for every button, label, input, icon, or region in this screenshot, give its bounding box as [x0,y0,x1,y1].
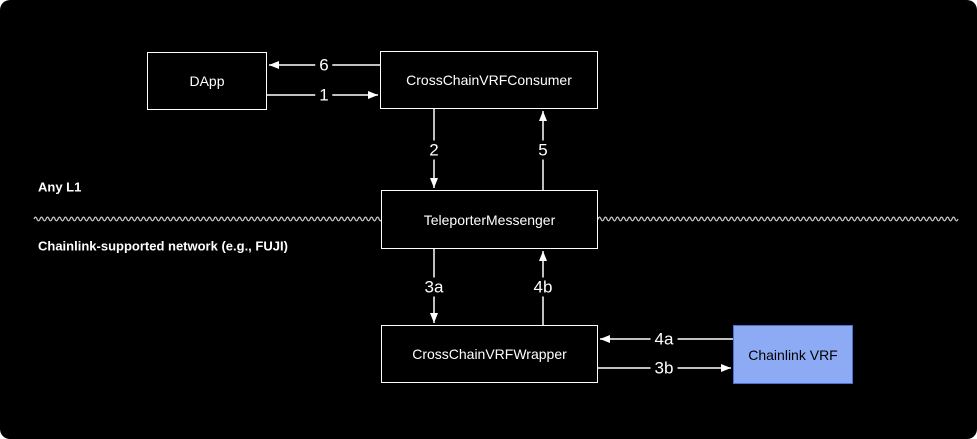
edge-label-6: 6 [315,55,333,75]
edge-label-2: 2 [425,140,443,160]
edge-label-3b: 3b [650,358,678,378]
edge-label-5: 5 [534,140,552,160]
node-dapp: DApp [147,52,267,110]
node-crosschainvrfconsumer-label: CrossChainVRFConsumer [406,72,572,88]
node-crosschainvrfwrapper-label: CrossChainVRFWrapper [412,346,567,362]
node-crosschainvrfconsumer: CrossChainVRFConsumer [380,51,598,109]
edge-label-4b: 4b [529,277,557,297]
region-label-chainlink-network: Chainlink-supported network (e.g., FUJI) [38,238,288,254]
edge-label-1: 1 [315,85,333,105]
region-label-any-l1: Any L1 [38,179,82,195]
node-teleportermessenger-label: TeleporterMessenger [423,211,556,228]
node-chainlink-vrf-label: Chainlink VRF [748,346,838,363]
node-chainlink-vrf: Chainlink VRF [733,325,853,384]
node-crosschainvrfwrapper: CrossChainVRFWrapper [381,325,598,383]
edge-label-4a: 4a [650,329,678,349]
edge-label-3a: 3a [420,277,448,297]
node-dapp-label: DApp [189,73,225,89]
node-teleportermessenger: TeleporterMessenger [381,190,598,249]
